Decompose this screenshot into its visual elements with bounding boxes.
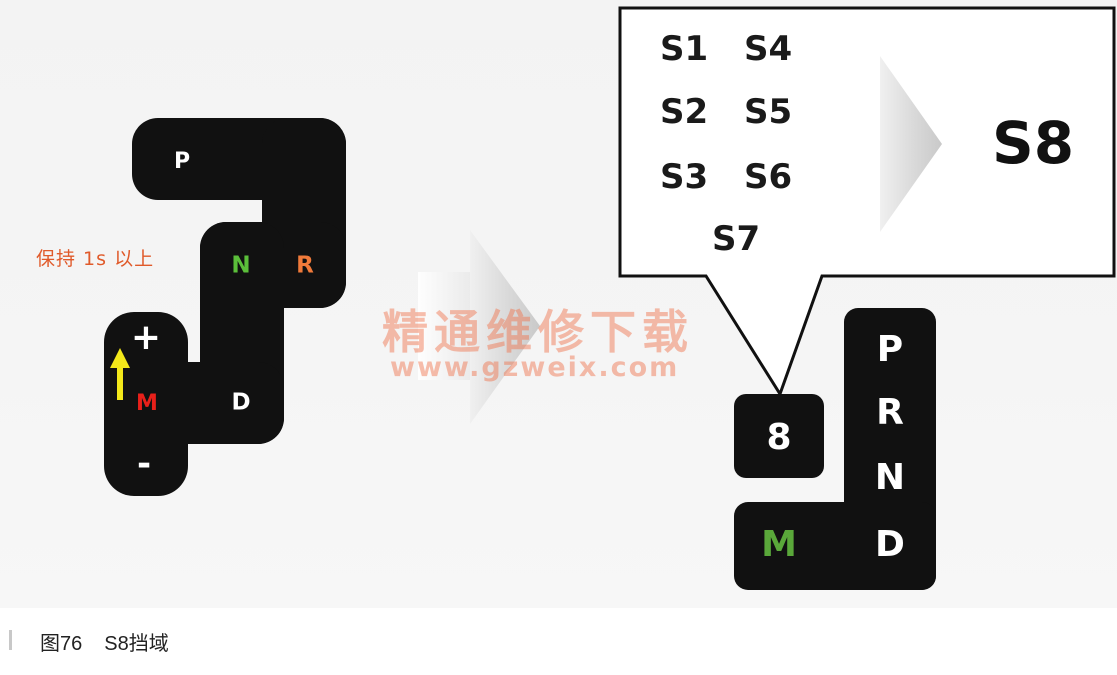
right-gate-r: R <box>876 392 904 433</box>
callout-item-s5: S5 <box>744 92 793 132</box>
caption-bar <box>9 630 12 650</box>
caption-title: S8挡域 <box>104 633 169 655</box>
left-gate-n: N <box>231 252 251 279</box>
callout-item-s2: S2 <box>660 92 709 132</box>
left-gate-shape <box>104 118 346 496</box>
hold-note: 保持 1s 以上 <box>36 248 155 270</box>
figure-caption: 图76 S8挡域 <box>40 627 169 656</box>
up-arrow-icon <box>110 348 130 400</box>
watermark-url: www.gzweix.com <box>390 352 680 383</box>
right-gate-n: N <box>874 457 906 498</box>
left-gate-m: M <box>136 391 158 416</box>
callout-item-s6: S6 <box>744 157 793 197</box>
left-gate-plus: + <box>130 317 162 358</box>
callout-arrow-icon <box>880 56 942 232</box>
left-gate-r: R <box>296 252 314 279</box>
right-gate-m: M <box>761 524 797 565</box>
diagram-shapes <box>104 6 1116 590</box>
figure-area: P N R + M D - 保持 1s 以上 S1 S4 S2 S5 S3 S6… <box>0 0 1117 608</box>
callout-item-s3: S3 <box>660 157 709 197</box>
right-gate-shape <box>734 308 936 590</box>
callout-result: S8 <box>992 109 1075 177</box>
right-gate-eight: 8 <box>766 417 792 458</box>
callout-item-s1: S1 <box>660 29 709 69</box>
callout-item-s7: S7 <box>712 219 761 259</box>
callout-bubble <box>618 6 1116 398</box>
right-gate-p: P <box>876 329 904 370</box>
callout-item-s4: S4 <box>744 29 793 69</box>
caption-figure-number: 图76 <box>40 633 83 655</box>
transition-arrow-icon <box>418 230 540 424</box>
left-gate-p: P <box>173 149 191 174</box>
watermark-cn: 精通维修下载 <box>382 305 694 359</box>
right-gate-d: D <box>875 524 905 565</box>
left-gate-d: D <box>231 389 251 416</box>
left-gate-minus: - <box>136 444 152 484</box>
